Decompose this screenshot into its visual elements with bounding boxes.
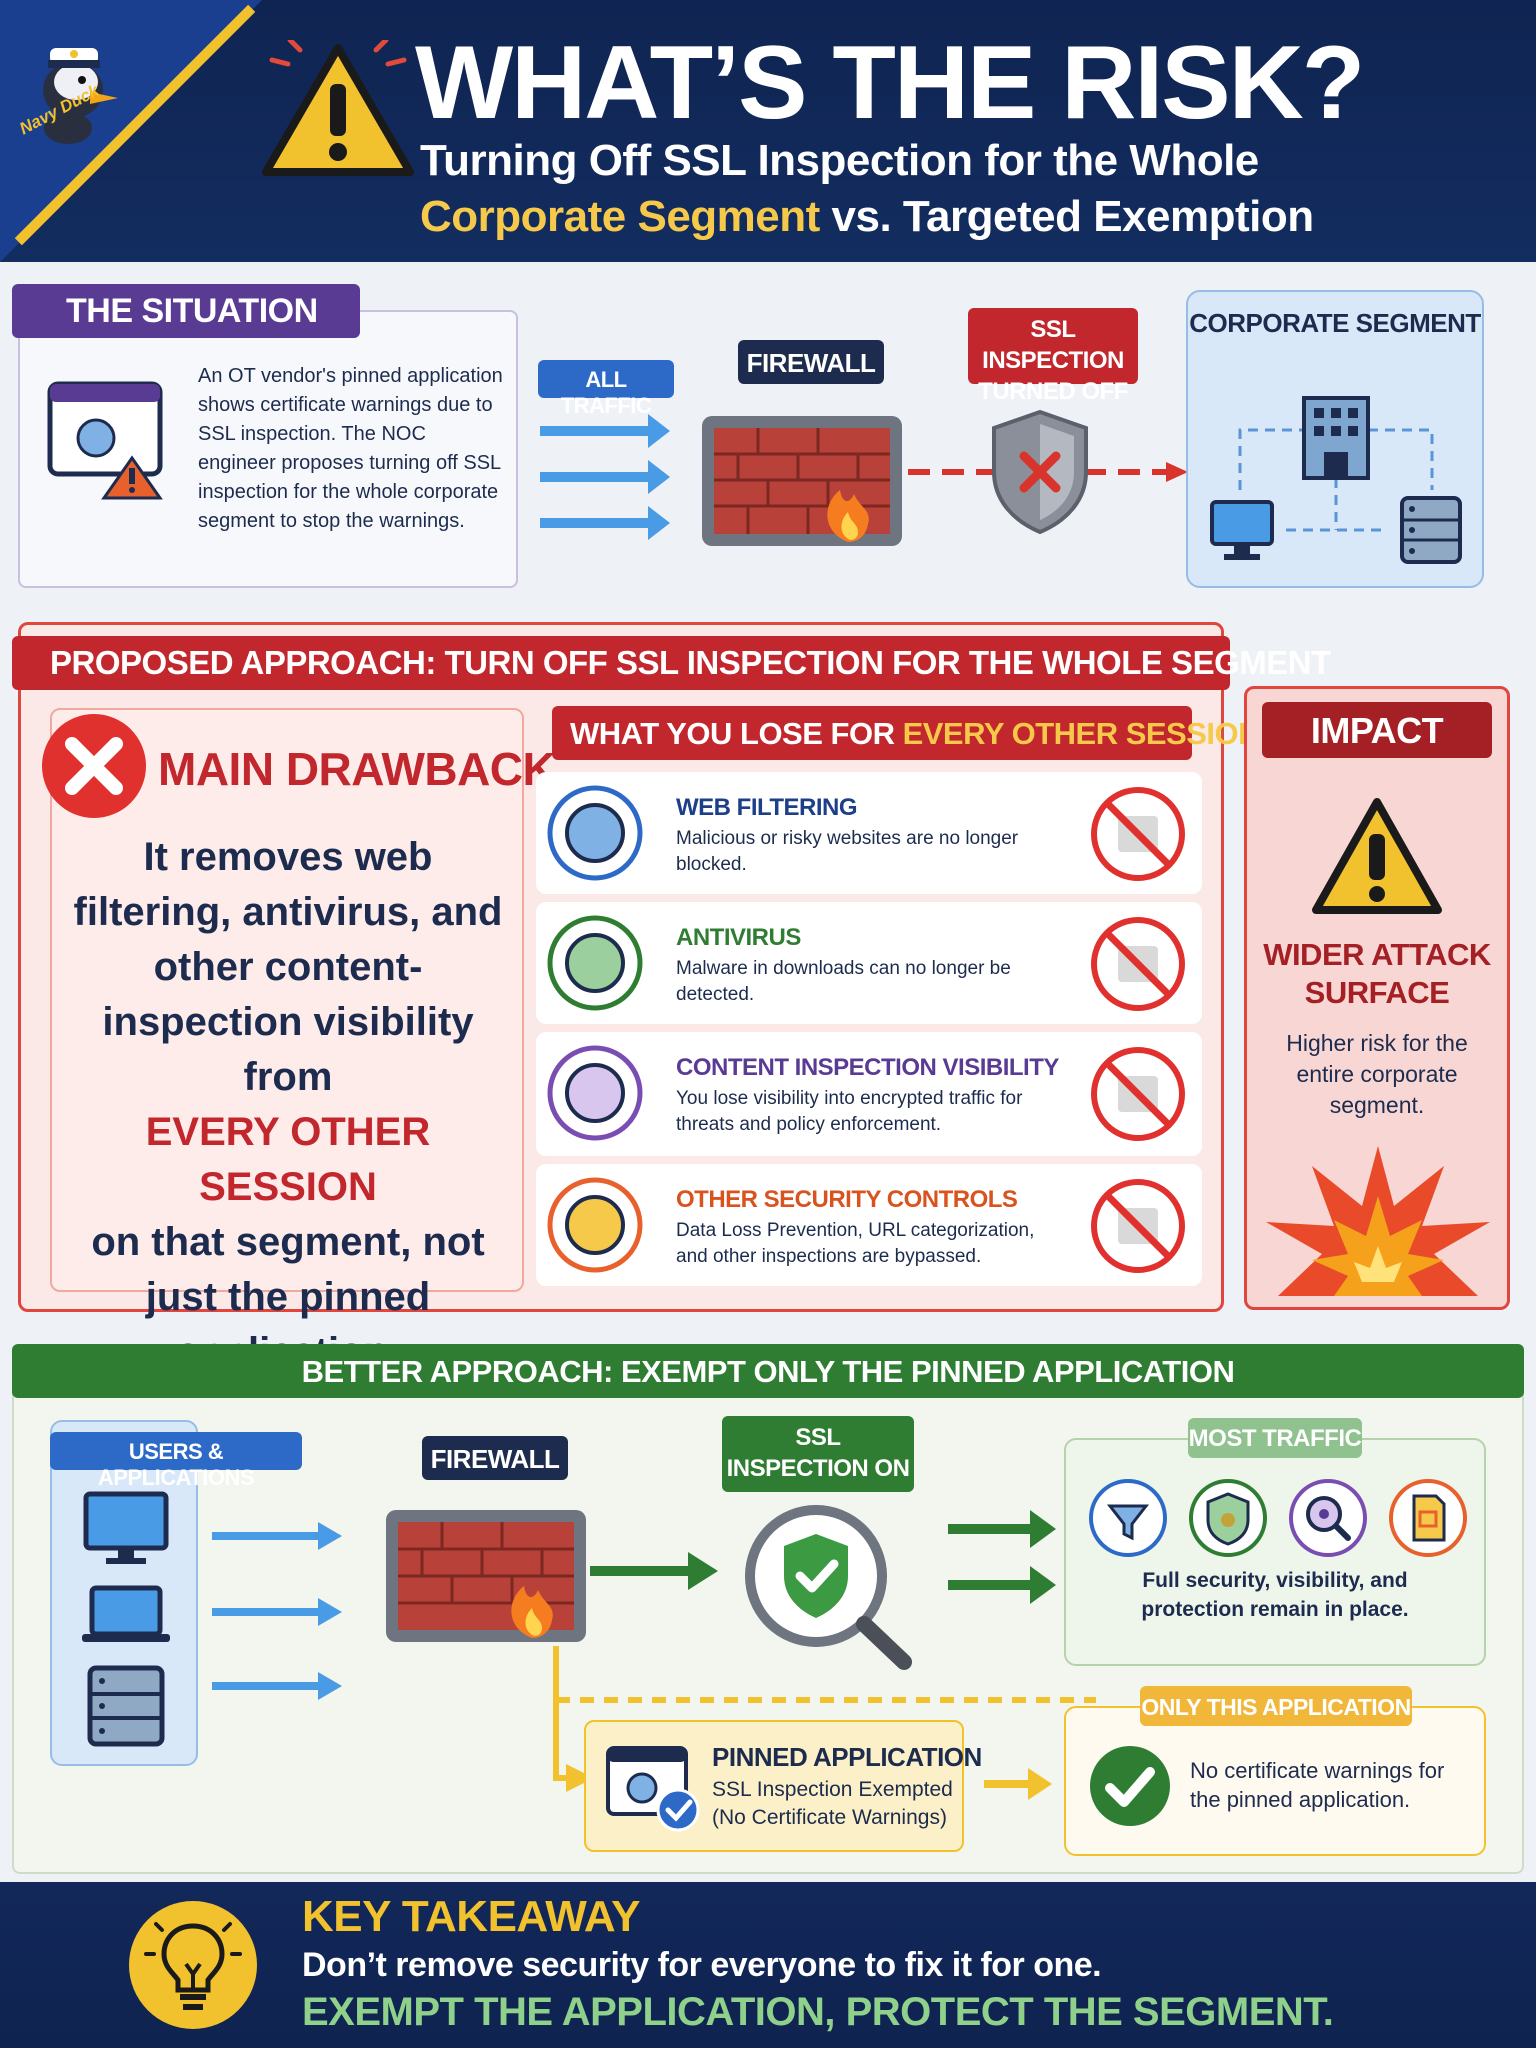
firewall-label: FIREWALL [738, 340, 884, 384]
lose-heading-highlight: EVERY OTHER SESSION [902, 716, 1261, 751]
situation-heading: THE SITUATION [12, 284, 360, 338]
exemption-path [553, 1646, 1096, 1792]
antivirus-icon [547, 915, 643, 1011]
most-traffic-label: MOST TRAFFIC [1188, 1418, 1362, 1458]
pinned-app-icon [606, 1746, 700, 1832]
firewall-to-ssl-arrow [590, 1552, 718, 1590]
only-app-text: No certificate warnings for the pinned a… [1190, 1758, 1445, 1812]
better-firewall-label: FIREWALL [422, 1436, 568, 1480]
impact-heading: IMPACT [1262, 702, 1492, 758]
takeaway-heading: KEY TAKEAWAY [302, 1892, 640, 1941]
check-circle-icon [1090, 1746, 1170, 1826]
impact-warning-icon [1312, 798, 1442, 914]
impact-title: WIDER ATTACK SURFACE [1263, 937, 1491, 1010]
lose-item-title: OTHER SECURITY CONTROLS [676, 1186, 1018, 1213]
drawback-box [50, 708, 524, 1292]
most-traffic-text: Full security, visibility, and protectio… [1141, 1569, 1409, 1621]
x-circle-icon [42, 714, 146, 818]
subtitle-rest: vs. Targeted Exemption [819, 192, 1315, 241]
page-title: WHAT’S THE RISK? [415, 25, 1365, 141]
ssl-to-traffic-arrows [948, 1510, 1056, 1604]
takeaway-line1: Don’t remove security for everyone to fi… [302, 1946, 1102, 1984]
ssl-on-magnifier-icon [745, 1505, 912, 1670]
inspection-icon [1289, 1479, 1367, 1557]
ssl-off-label: SSL INSPECTION TURNED OFF [968, 308, 1138, 405]
antivirus-icon [1189, 1479, 1267, 1557]
better-firewall-icon [386, 1510, 586, 1642]
pinned-app-line2: (No Certificate Warnings) [712, 1806, 947, 1829]
all-traffic-label: ALL TRAFFIC [538, 360, 674, 418]
ssl-on-label: SSL INSPECTION ON [722, 1416, 914, 1492]
firewall-icon [702, 416, 902, 546]
protection-icons [1084, 1478, 1476, 1560]
lose-item-title: CONTENT INSPECTION VISIBILITY [676, 1054, 1059, 1081]
takeaway-line2: EXEMPT THE APPLICATION, PROTECT THE SEGM… [302, 1990, 1334, 2034]
inspection-icon [547, 1045, 643, 1141]
drawback-highlight: EVERY OTHER SESSION [145, 1110, 431, 1209]
browser-warning-icon [47, 381, 163, 500]
lose-item: OTHER SECURITY CONTROLS Data Loss Preven… [536, 1164, 1202, 1286]
only-app-label: ONLY THIS APPLICATION [1140, 1686, 1412, 1726]
corporate-network-icon [1210, 396, 1462, 564]
lightbulb-icon [129, 1901, 257, 2029]
lose-item: ANTIVIRUS Malware in downloads can no lo… [536, 902, 1202, 1024]
duck-mascot-logo [43, 48, 118, 144]
impact-text: Higher risk for the entire corporate seg… [1286, 1030, 1468, 1118]
situation-text: An OT vendor's pinned application shows … [198, 365, 503, 532]
explosion-icon [1266, 1146, 1490, 1296]
drawback-text: It removes web filtering, antivirus, and… [60, 830, 516, 1380]
subtitle-highlight: Corporate Segment [420, 192, 820, 241]
pinned-app-line1: SSL Inspection Exempted [712, 1778, 953, 1801]
users-devices-icon [82, 1491, 170, 1747]
lose-item: CONTENT INSPECTION VISIBILITY You lose v… [536, 1032, 1202, 1156]
pinned-to-result-arrow [984, 1768, 1052, 1800]
corporate-label: CORPORATE SEGMENT [1189, 308, 1481, 338]
warning-icon [262, 40, 414, 176]
lose-item-text: Malicious or risky websites are no longe… [676, 828, 1019, 875]
lose-item-text: You lose visibility into encrypted traff… [676, 1088, 1023, 1135]
blocked-icon [1091, 787, 1185, 881]
lose-item-text: Data Loss Prevention, URL categorization… [676, 1220, 1035, 1267]
drawback-body: It removes web filtering, antivirus, and… [73, 835, 503, 1099]
blocked-icon [1091, 1179, 1185, 1273]
users-label: USERS & APPLICATIONS [50, 1432, 302, 1490]
ssl-off-shield [908, 409, 1188, 535]
lose-item-title: WEB FILTERING [676, 794, 858, 821]
subtitle-line1: Turning Off SSL Inspection for the Whole [420, 136, 1259, 185]
users-arrows [212, 1522, 342, 1700]
lose-item-title: ANTIVIRUS [676, 924, 801, 951]
better-heading: BETTER APPROACH: EXEMPT ONLY THE PINNED … [12, 1344, 1524, 1398]
blocked-icon [1091, 917, 1185, 1011]
lose-heading: WHAT YOU LOSE FOR EVERY OTHER SESSION [552, 706, 1261, 760]
drawback-title: MAIN DRAWBACK [158, 743, 556, 795]
web-filter-icon [547, 785, 643, 881]
document-icon [547, 1177, 643, 1273]
blocked-icon [1091, 1047, 1185, 1141]
subtitle-line2: Corporate Segment vs. Targeted Exemption [420, 192, 1314, 242]
proposed-heading: PROPOSED APPROACH: TURN OFF SSL INSPECTI… [12, 636, 1331, 690]
traffic-arrows [540, 414, 670, 540]
lose-item: WEB FILTERING Malicious or risky website… [536, 772, 1202, 894]
lose-heading-text: WHAT YOU LOSE FOR [570, 716, 903, 751]
pinned-app-title: PINNED APPLICATION [712, 1742, 982, 1772]
web-filter-icon [1089, 1479, 1167, 1557]
document-icon [1389, 1479, 1467, 1557]
lose-item-text: Malware in downloads can no longer be de… [676, 958, 1011, 1005]
